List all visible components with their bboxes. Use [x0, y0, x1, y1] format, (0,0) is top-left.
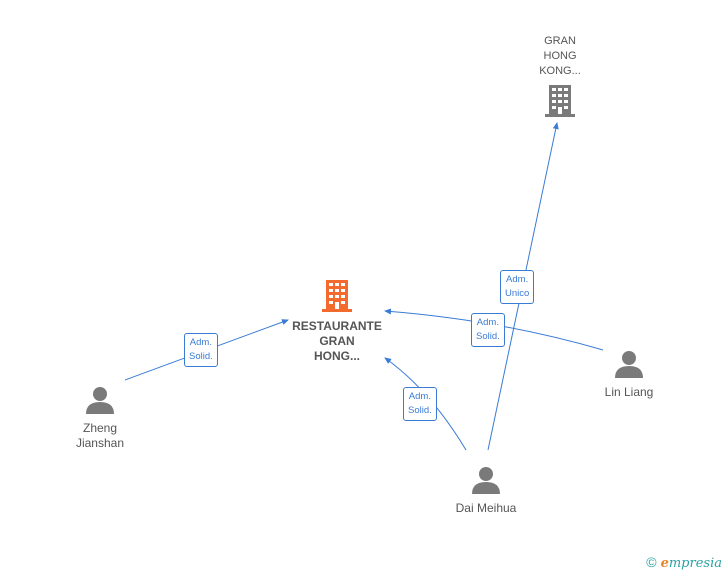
- role-badge-line1: Adm.: [476, 317, 499, 328]
- person-name: Dai Meihua: [455, 501, 517, 515]
- person-name-line2: Jianshan: [75, 436, 125, 450]
- company-name-line3: KONG...: [539, 65, 581, 77]
- role-badge-dai-granhong[interactable]: Adm. Unico: [500, 270, 535, 304]
- brand-logo-text: mpresia: [668, 556, 722, 571]
- person-icon: [86, 387, 114, 414]
- copyright-symbol: ©: [646, 554, 657, 570]
- role-badge-line1: Adm.: [408, 391, 431, 402]
- company-name-line2: GRAN: [319, 334, 355, 348]
- person-icon: [615, 351, 643, 378]
- role-badge-line1: Adm.: [506, 274, 529, 285]
- role-badge-zheng-restaurante[interactable]: Adm. Solid.: [184, 333, 218, 367]
- company-name-line1: GRAN: [544, 35, 576, 47]
- building-icon: [322, 280, 352, 312]
- company-name-line3: HONG...: [313, 349, 360, 363]
- person-icon: [472, 467, 500, 494]
- company-name-line2: HONG: [543, 50, 577, 62]
- brand-footer: ©empresia: [646, 554, 722, 571]
- building-icon: [545, 85, 575, 117]
- role-badge-line2: Solid.: [408, 405, 432, 416]
- person-name: Lin Liang: [604, 385, 654, 399]
- person-name-line1: Zheng: [82, 421, 118, 435]
- company-node-gran-hong[interactable]: GRAN HONG KONG...: [520, 34, 600, 124]
- company-node-restaurante[interactable]: RESTAURANTE GRAN HONG...: [285, 278, 389, 364]
- role-badge-line2: Unico: [505, 288, 530, 299]
- person-node-lin[interactable]: Lin Liang: [591, 348, 667, 400]
- role-badge-line2: Solid.: [476, 331, 500, 342]
- role-badge-dai-restaurante[interactable]: Adm. Solid.: [403, 387, 437, 421]
- role-badge-line1: Adm.: [189, 337, 212, 348]
- role-badge-line2: Solid.: [189, 351, 213, 362]
- person-node-zheng[interactable]: Zheng Jianshan: [60, 384, 140, 451]
- role-badge-lin-restaurante[interactable]: Adm. Solid.: [471, 313, 505, 347]
- person-node-dai[interactable]: Dai Meihua: [444, 464, 528, 516]
- brand-logo-e: e: [660, 556, 669, 571]
- company-name-line1: RESTAURANTE: [292, 319, 382, 333]
